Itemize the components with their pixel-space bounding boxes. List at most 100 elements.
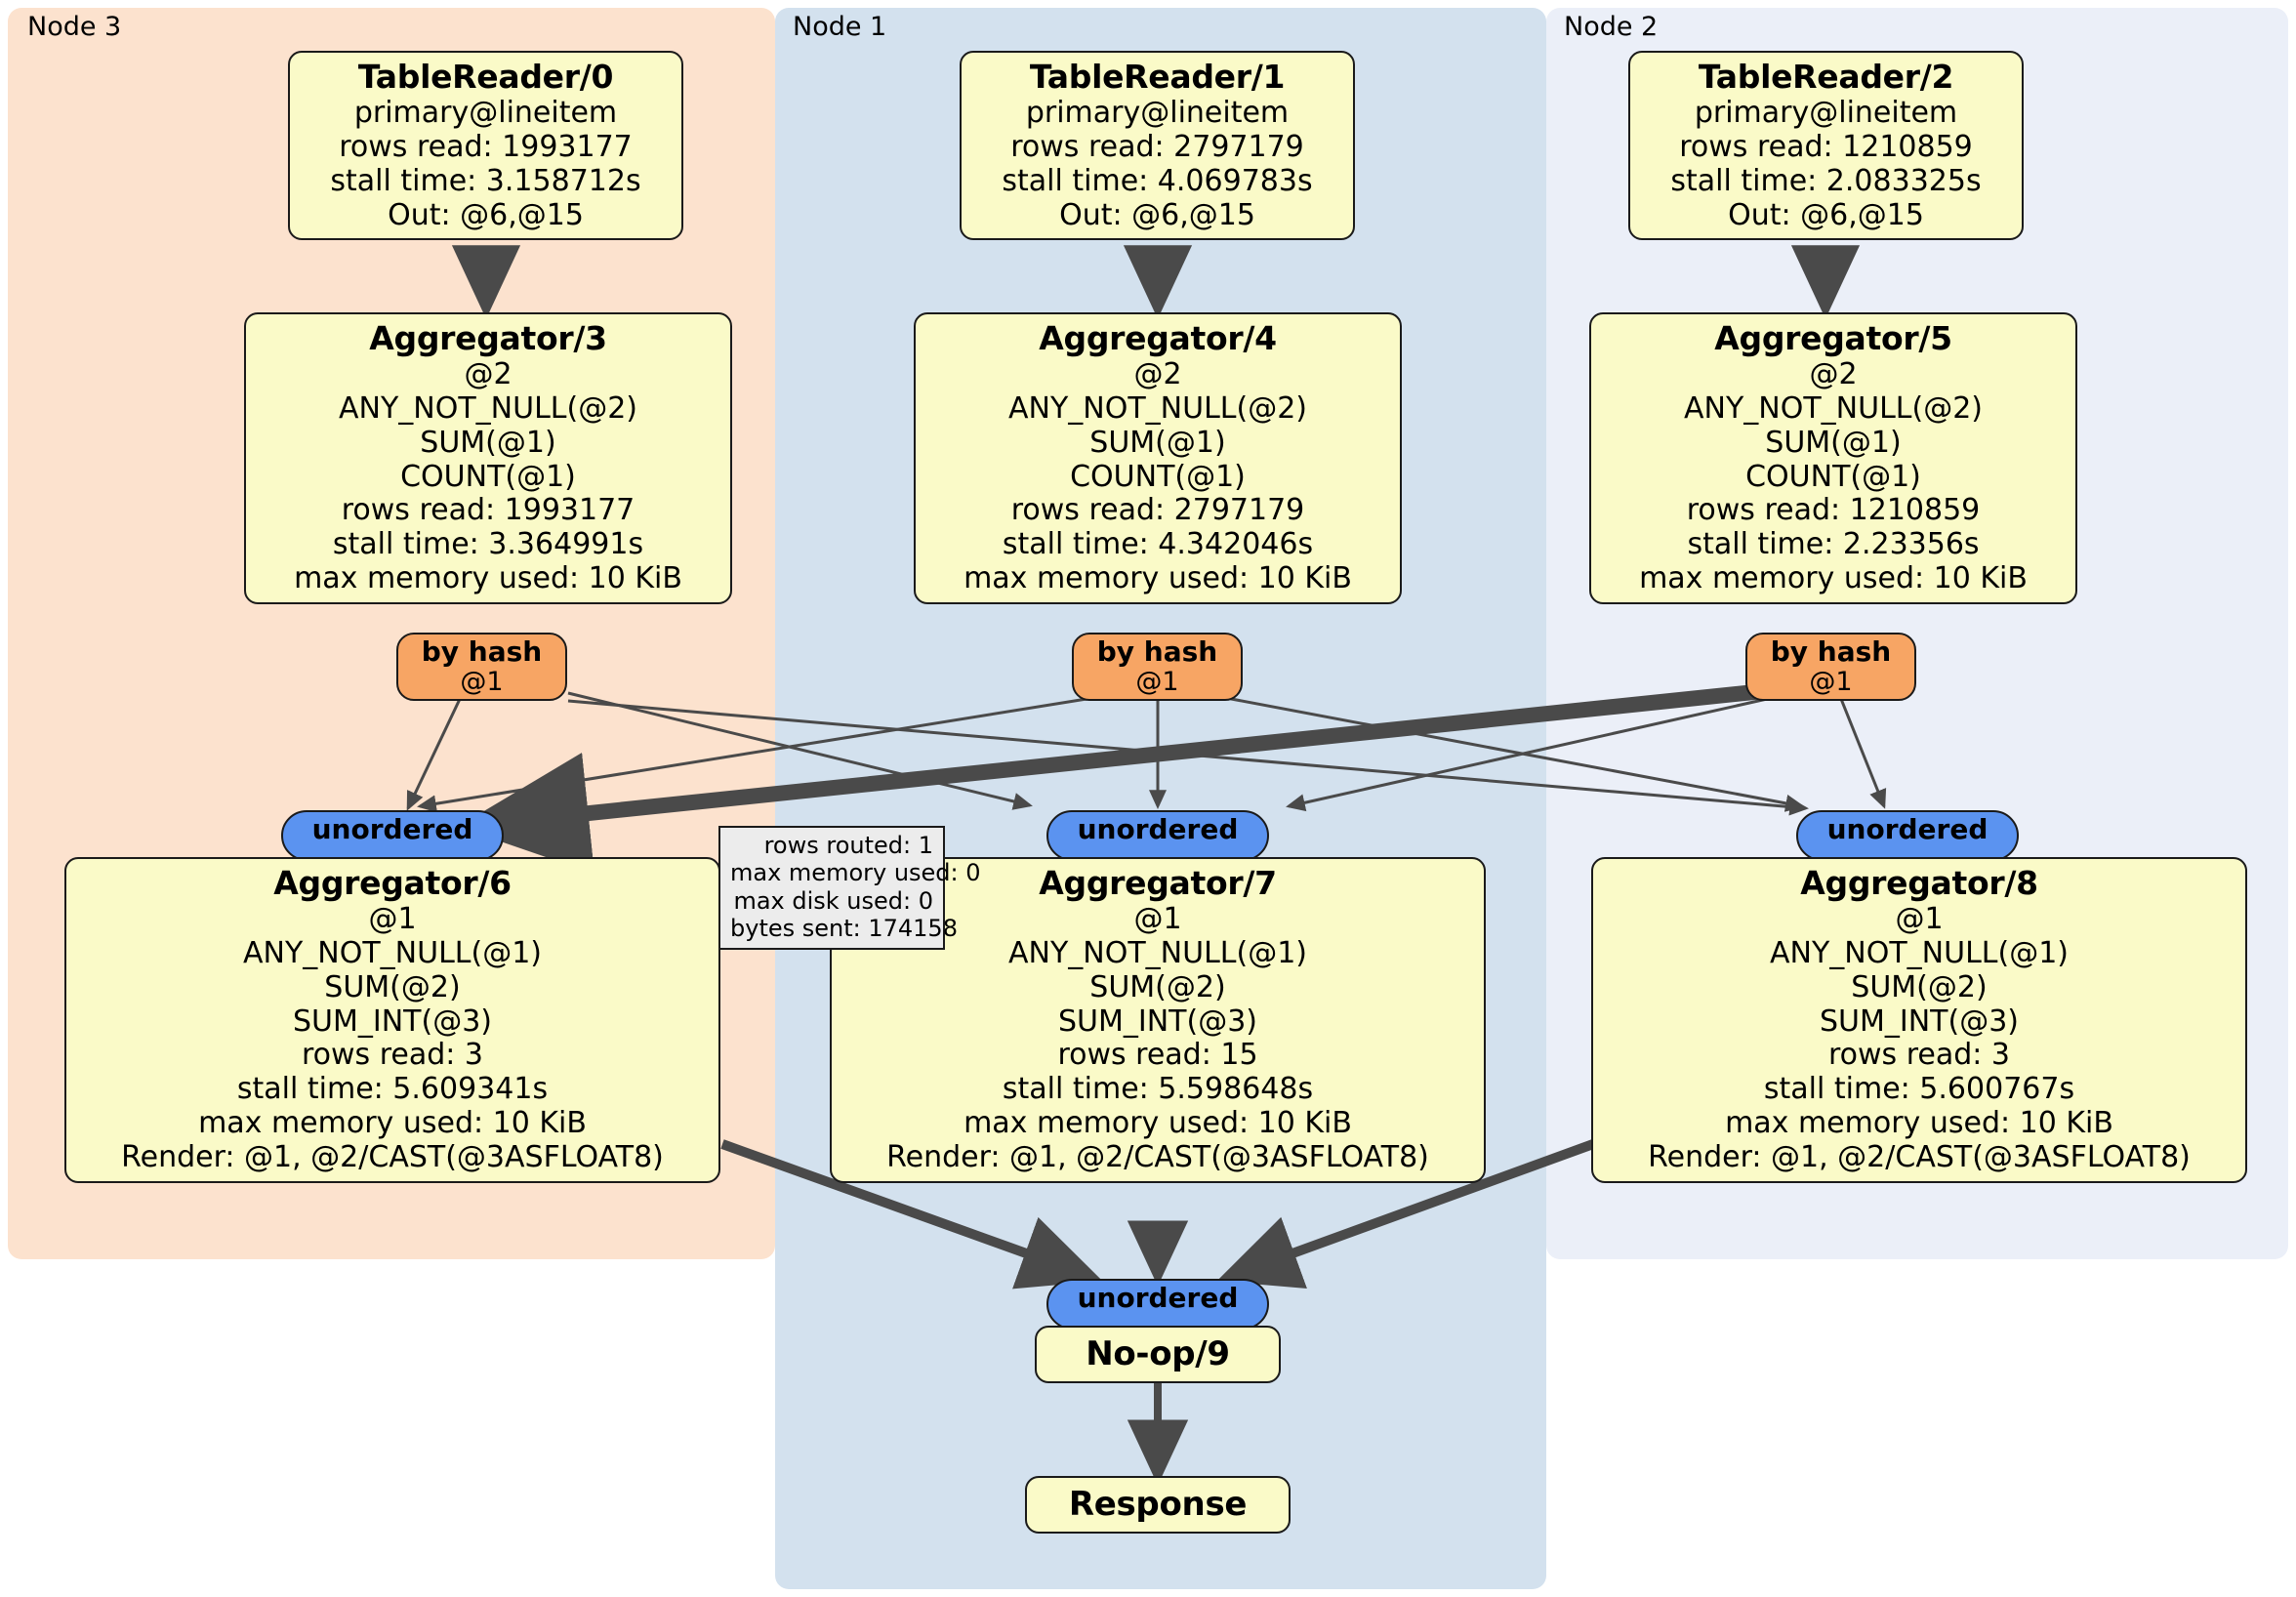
node-line: COUNT(@1) <box>1745 459 1921 494</box>
node-line: Out: @6,@15 <box>1728 197 1924 232</box>
node-line: SUM_INT(@3) <box>293 1003 492 1039</box>
inbox-label: unordered <box>1826 813 1988 845</box>
router-label: by hash <box>1770 635 1892 668</box>
node-table-reader-2[interactable]: TableReader/2 primary@lineitem rows read… <box>1628 51 2024 241</box>
node-line: SUM_INT(@3) <box>1820 1003 2019 1039</box>
router-column: @1 <box>460 666 504 697</box>
node-line: @2 <box>1133 357 1182 392</box>
node-aggregator-6[interactable]: Aggregator/6 @1 ANY_NOT_NULL(@1) SUM(@2)… <box>64 857 720 1183</box>
cluster-label-node1: Node 1 <box>793 12 887 42</box>
router-column: @1 <box>1809 666 1853 697</box>
node-line: Render: @1, @2/CAST(@3ASFLOAT8) <box>121 1139 664 1174</box>
node-title: Aggregator/3 <box>369 319 607 357</box>
node-title: Aggregator/7 <box>1039 864 1277 902</box>
node-line: SUM_INT(@3) <box>1058 1003 1257 1039</box>
node-title: Aggregator/6 <box>273 864 512 902</box>
node-line: @1 <box>368 902 417 937</box>
inbox-label: unordered <box>1077 1282 1239 1314</box>
node-aggregator-5[interactable]: Aggregator/5 @2 ANY_NOT_NULL(@2) SUM(@1)… <box>1589 312 2077 604</box>
node-noop-9[interactable]: No-op/9 <box>1035 1326 1281 1384</box>
edge-hash5-unordered8 <box>1839 698 1887 809</box>
node-line: rows read: 2797179 <box>1010 130 1304 165</box>
node-title: Aggregator/5 <box>1714 319 1952 357</box>
node-aggregator-8[interactable]: Aggregator/8 @1 ANY_NOT_NULL(@1) SUM(@2)… <box>1591 857 2247 1183</box>
node-line: Out: @6,@15 <box>1059 197 1255 232</box>
inbox-unordered-9[interactable]: unordered <box>1046 1279 1269 1330</box>
node-line: rows read: 1210859 <box>1679 130 1973 165</box>
node-title: TableReader/0 <box>357 58 614 96</box>
router-column: @1 <box>1135 666 1179 697</box>
node-table-reader-1[interactable]: TableReader/1 primary@lineitem rows read… <box>960 51 1355 241</box>
node-line: primary@lineitem <box>353 96 618 131</box>
edge-agg8-unordered9 <box>1216 1139 1595 1290</box>
node-title: Aggregator/8 <box>1800 864 2038 902</box>
node-title: TableReader/1 <box>1029 58 1286 96</box>
inbox-label: unordered <box>311 813 473 845</box>
node-line: stall time: 3.158712s <box>330 163 641 198</box>
node-response[interactable]: Response <box>1025 1476 1291 1535</box>
node-line: @1 <box>1133 902 1182 937</box>
node-line: max memory used: 10 KiB <box>198 1106 587 1141</box>
node-line: primary@lineitem <box>1694 96 1958 131</box>
node-line: COUNT(@1) <box>400 459 576 494</box>
inbox-unordered-7[interactable]: unordered <box>1046 810 1269 861</box>
node-line: stall time: 4.069783s <box>1002 163 1313 198</box>
router-by-hash-5[interactable]: by hash @1 <box>1745 633 1916 701</box>
node-title: TableReader/2 <box>1698 58 1954 96</box>
node-line: rows read: 3 <box>301 1038 484 1073</box>
node-line: @2 <box>1809 357 1858 392</box>
node-title: No-op/9 <box>1086 1334 1230 1373</box>
node-line: stall time: 3.364991s <box>332 527 644 562</box>
node-line: ANY_NOT_NULL(@2) <box>1684 391 1983 427</box>
router-by-hash-4[interactable]: by hash @1 <box>1072 633 1243 701</box>
node-line: rows read: 3 <box>1827 1038 2011 1073</box>
edge-stats-tooltip: rows routed: 1 max memory used: 0 max di… <box>718 826 981 951</box>
node-line: rows read: 2797179 <box>1010 493 1305 528</box>
edge-hash3-unordered6 <box>406 696 463 811</box>
node-line: primary@lineitem <box>1025 96 1290 131</box>
edge-hash3-unordered7 <box>567 691 1033 810</box>
node-line: ANY_NOT_NULL(@1) <box>243 936 542 971</box>
edge-hash5-unordered6-highlight <box>457 681 1784 875</box>
node-line: ANY_NOT_NULL(@2) <box>1008 391 1307 427</box>
node-line: SUM(@2) <box>1089 969 1226 1004</box>
node-line: ANY_NOT_NULL(@1) <box>1008 936 1307 971</box>
tooltip-line: max disk used: 0 <box>733 886 933 915</box>
node-title: Aggregator/4 <box>1039 319 1277 357</box>
node-line: max memory used: 10 KiB <box>964 1106 1352 1141</box>
node-line: SUM(@2) <box>324 969 461 1004</box>
node-line: max memory used: 10 KiB <box>294 561 682 596</box>
cluster-label-node3: Node 3 <box>27 12 122 42</box>
node-line: stall time: 5.600767s <box>1763 1072 2075 1107</box>
node-aggregator-3[interactable]: Aggregator/3 @2 ANY_NOT_NULL(@2) SUM(@1)… <box>244 312 732 604</box>
node-line: max memory used: 10 KiB <box>964 561 1352 596</box>
edge-hash5-unordered7 <box>1286 693 1785 812</box>
node-aggregator-4[interactable]: Aggregator/4 @2 ANY_NOT_NULL(@2) SUM(@1)… <box>914 312 1402 604</box>
node-line: ANY_NOT_NULL(@2) <box>339 391 637 427</box>
node-line: @2 <box>464 357 512 392</box>
edge-agg6-unordered9 <box>720 1139 1103 1290</box>
node-line: stall time: 5.598648s <box>1002 1072 1314 1107</box>
node-line: max memory used: 10 KiB <box>1725 1106 2113 1141</box>
node-line: max memory used: 10 KiB <box>1639 561 2028 596</box>
edge-hash4-unordered8 <box>1210 693 1805 812</box>
node-title: Response <box>1068 1485 1248 1524</box>
node-table-reader-0[interactable]: TableReader/0 primary@lineitem rows read… <box>288 51 683 241</box>
node-line: rows read: 1993177 <box>341 493 636 528</box>
tooltip-line: rows routed: 1 <box>763 832 933 859</box>
cluster-label-node2: Node 2 <box>1564 12 1659 42</box>
router-label: by hash <box>421 635 543 668</box>
node-line: @1 <box>1895 902 1944 937</box>
inbox-unordered-8[interactable]: unordered <box>1796 810 2019 861</box>
node-line: ANY_NOT_NULL(@1) <box>1770 936 2069 971</box>
node-line: rows read: 1993177 <box>339 130 633 165</box>
node-line: SUM(@1) <box>1765 425 1902 460</box>
inbox-unordered-6[interactable]: unordered <box>281 810 504 861</box>
router-label: by hash <box>1096 635 1218 668</box>
router-by-hash-3[interactable]: by hash @1 <box>396 633 567 701</box>
node-line: SUM(@1) <box>1089 425 1226 460</box>
node-aggregator-7[interactable]: Aggregator/7 @1 ANY_NOT_NULL(@1) SUM(@2)… <box>830 857 1486 1183</box>
node-line: SUM(@1) <box>420 425 556 460</box>
node-line: rows read: 1210859 <box>1686 493 1981 528</box>
